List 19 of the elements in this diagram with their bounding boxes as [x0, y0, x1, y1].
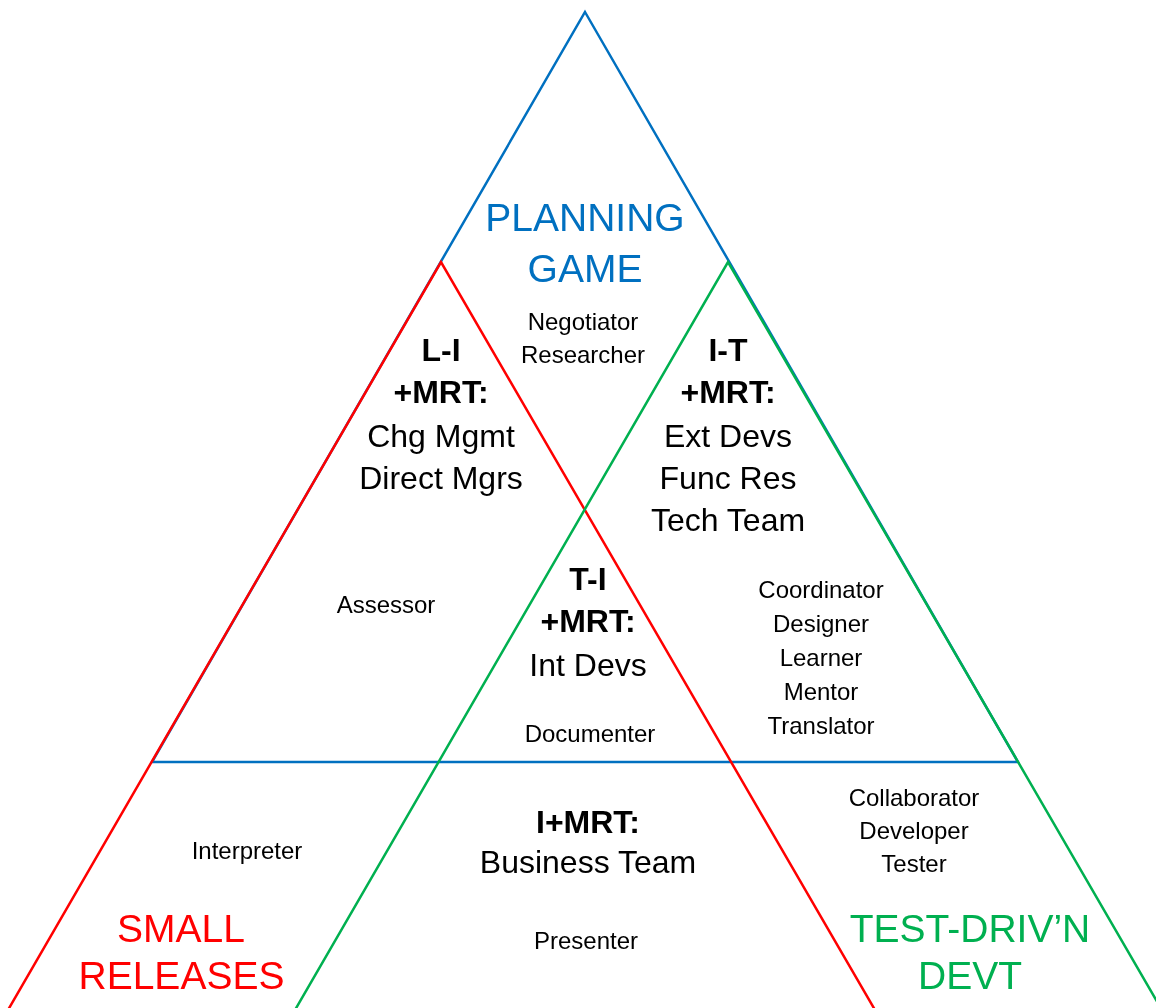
role-list: Presenter: [501, 923, 671, 957]
triangle-region: [152, 12, 1018, 762]
role-list: Collaborator Developer Tester: [834, 780, 994, 880]
role-list: Int Devs: [488, 644, 688, 686]
role-list: Ext Devs Func Res Tech Team: [639, 415, 817, 541]
role-list: Documenter: [505, 716, 675, 750]
region-title: TEST-DRIV’N DEVT: [848, 906, 1092, 999]
group-heading: T-I +MRT:: [539, 560, 637, 641]
role-list: Coordinator Designer Learner Mentor Translator: [746, 573, 896, 743]
role-list: Negotiator Researcher: [503, 305, 663, 371]
role-list: Chg Mgmt Direct Mgrs: [341, 415, 541, 499]
group-heading: I+MRT:: [535, 803, 641, 842]
region-title: PLANNING GAME: [484, 195, 686, 292]
role-list: Business Team: [448, 841, 728, 883]
role-list: Interpreter: [162, 833, 332, 867]
role-list: Assessor: [306, 587, 466, 621]
group-heading: L-I +MRT:: [392, 331, 490, 412]
group-heading: I-T +MRT:: [679, 331, 777, 412]
region-title: SMALL RELEASES: [78, 906, 284, 999]
